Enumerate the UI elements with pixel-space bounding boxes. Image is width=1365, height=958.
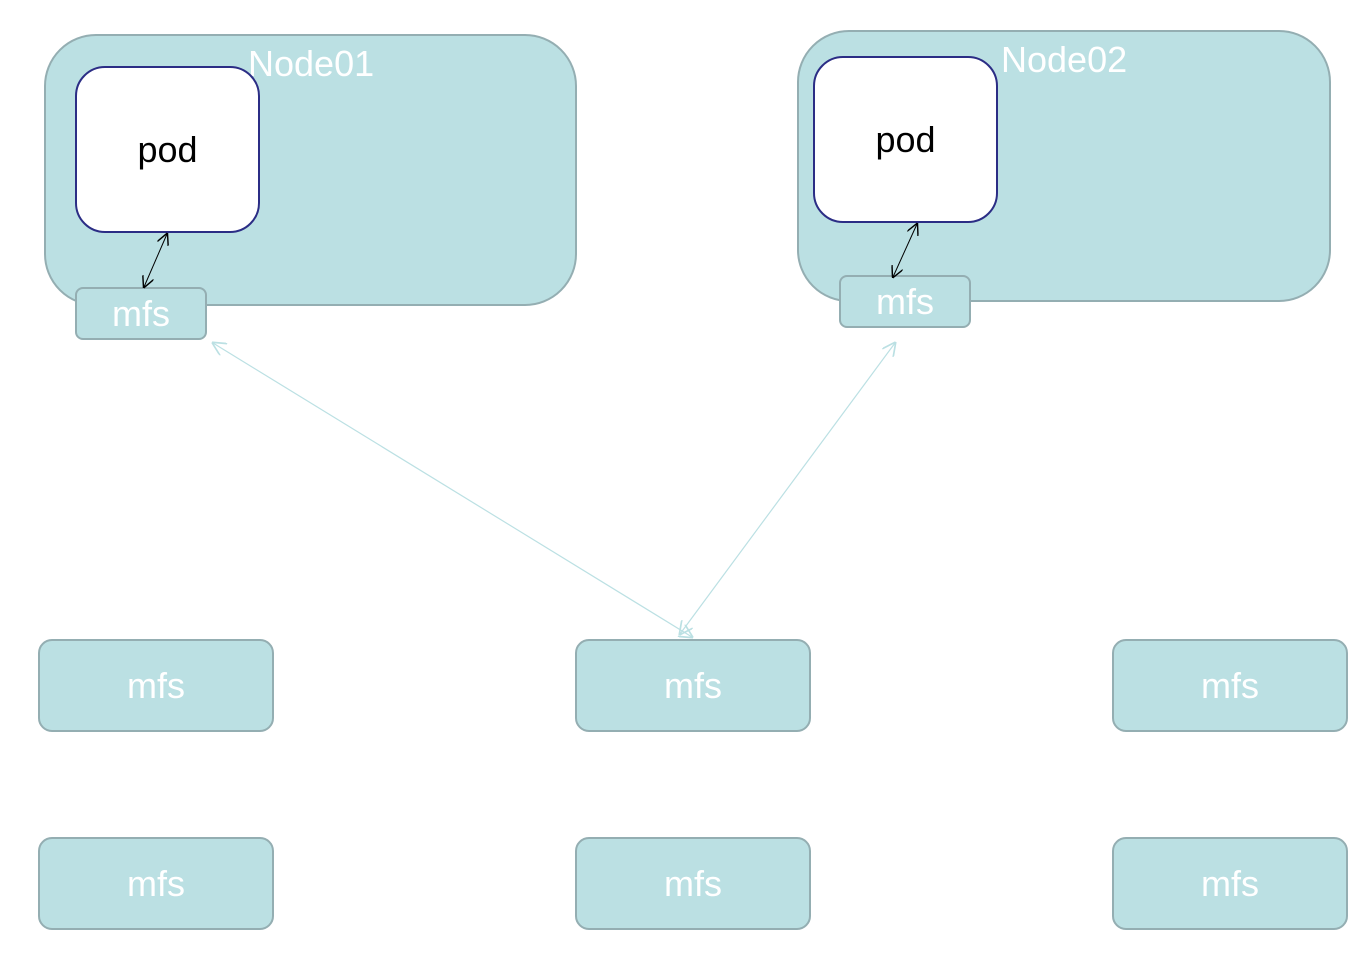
storage-mfs-5: mfs (575, 837, 811, 930)
node-01-storage-arrow (213, 343, 692, 637)
node-01-mfs-label: mfs (112, 292, 170, 334)
storage-mfs-5-label: mfs (664, 862, 722, 904)
storage-mfs-1: mfs (38, 639, 274, 732)
storage-mfs-3: mfs (1112, 639, 1348, 732)
storage-mfs-4-label: mfs (127, 862, 185, 904)
node-02-title: Node02 (1001, 39, 1128, 80)
storage-mfs-4: mfs (38, 837, 274, 930)
node-02-mfs: mfs (839, 275, 971, 328)
storage-mfs-1-label: mfs (127, 664, 185, 706)
node-02-mfs-label: mfs (876, 280, 934, 322)
storage-mfs-6: mfs (1112, 837, 1348, 930)
node-02-pod-label: pod (875, 118, 936, 160)
storage-mfs-2-label: mfs (664, 664, 722, 706)
node-02-storage-arrow (680, 343, 895, 634)
node-01-pod: pod (75, 66, 260, 233)
storage-mfs-3-label: mfs (1201, 664, 1259, 706)
node-01-pod-label: pod (137, 128, 198, 170)
storage-mfs-2: mfs (575, 639, 811, 732)
node-01-mfs: mfs (75, 287, 207, 340)
node-01-title: Node01 (248, 43, 375, 84)
storage-mfs-6-label: mfs (1201, 862, 1259, 904)
node-02-pod: pod (813, 56, 998, 223)
